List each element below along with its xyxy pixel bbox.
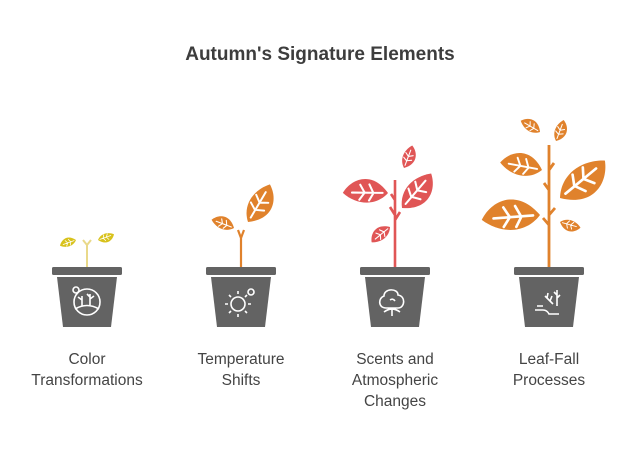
pot	[514, 267, 584, 327]
tree-icon	[378, 289, 405, 316]
label-line: Shifts	[221, 372, 261, 389]
label-line: Atmospheric	[351, 372, 439, 389]
label-line: Color	[68, 351, 106, 368]
label-line: Temperature	[197, 351, 285, 368]
landscape-icon	[72, 286, 101, 316]
label-line: Transformations	[31, 372, 143, 389]
plant-scents-atmospheric	[340, 144, 444, 327]
plant-temperature-shifts	[206, 181, 285, 327]
label-temperature-shifts: Temperature Shifts	[166, 349, 316, 391]
label-line: Processes	[512, 372, 586, 389]
falling-branches-icon	[535, 290, 561, 315]
label-line: Scents and	[356, 351, 434, 368]
sun-gear-icon	[225, 288, 255, 317]
page-title: Autumn's Signature Elements	[185, 44, 455, 65]
pot	[360, 267, 430, 327]
plant-leaf-fall	[479, 113, 616, 327]
label-leaf-fall: Leaf-Fall Processes	[474, 349, 624, 391]
label-line: Leaf-Fall	[518, 351, 580, 368]
pot	[52, 267, 122, 327]
label-scents-atmospheric: Scents and Atmospheric Changes	[320, 349, 470, 412]
label-color-transformations: Color Transformations	[12, 349, 162, 391]
label-line: Changes	[363, 393, 427, 410]
plant-color-transformations	[52, 232, 122, 327]
leaf-icon	[210, 181, 285, 236]
